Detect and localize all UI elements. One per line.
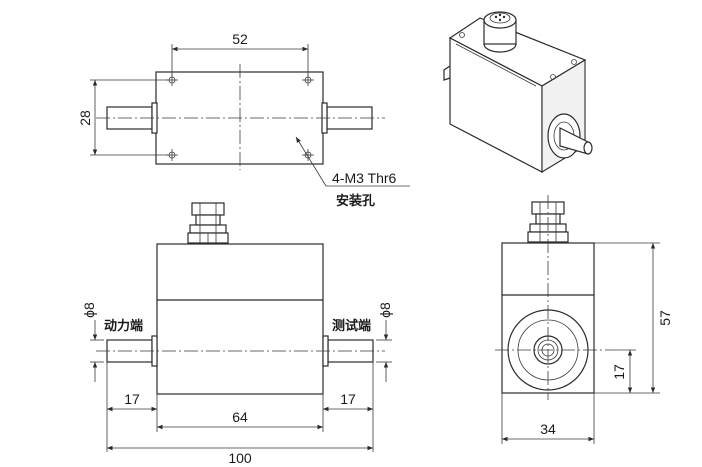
- dim-body-len: 64: [232, 409, 248, 425]
- iso-left-shaft: [443, 65, 451, 81]
- dim-side-axis-height: 17: [611, 364, 627, 380]
- mounting-hole: [302, 149, 314, 161]
- iso-connector: [483, 11, 517, 53]
- front-view: ϕ8 动力端 ϕ8 测试端 17 17 64 100: [81, 202, 393, 466]
- dim-shaft-len-left: 17: [124, 391, 140, 407]
- dim-shaft-len-right: 17: [340, 391, 356, 407]
- dim-hole-spacing: 52: [232, 31, 248, 47]
- hole-leader: [295, 136, 327, 187]
- hole-note: 4-M3 Thr6: [332, 170, 397, 186]
- top-view: 52 28 4-M3 Thr6 安装孔: [77, 31, 410, 209]
- isometric-view: [443, 11, 593, 173]
- dim-side-width: 34: [540, 421, 556, 437]
- dim-total-len: 100: [228, 450, 252, 466]
- dim-shaft-dia-left: ϕ8: [81, 302, 97, 318]
- front-body: [156, 243, 324, 395]
- dim-side-height: 57: [657, 310, 673, 326]
- label-test-end: 测试端: [332, 318, 371, 334]
- side-view: 57 17 34: [495, 195, 673, 444]
- hole-label: 安装孔: [336, 193, 375, 209]
- dim-top-height: 28: [77, 110, 93, 126]
- label-drive-end: 动力端: [104, 318, 143, 334]
- dim-shaft-dia-right: ϕ8: [377, 302, 393, 318]
- front-connector: [187, 202, 229, 244]
